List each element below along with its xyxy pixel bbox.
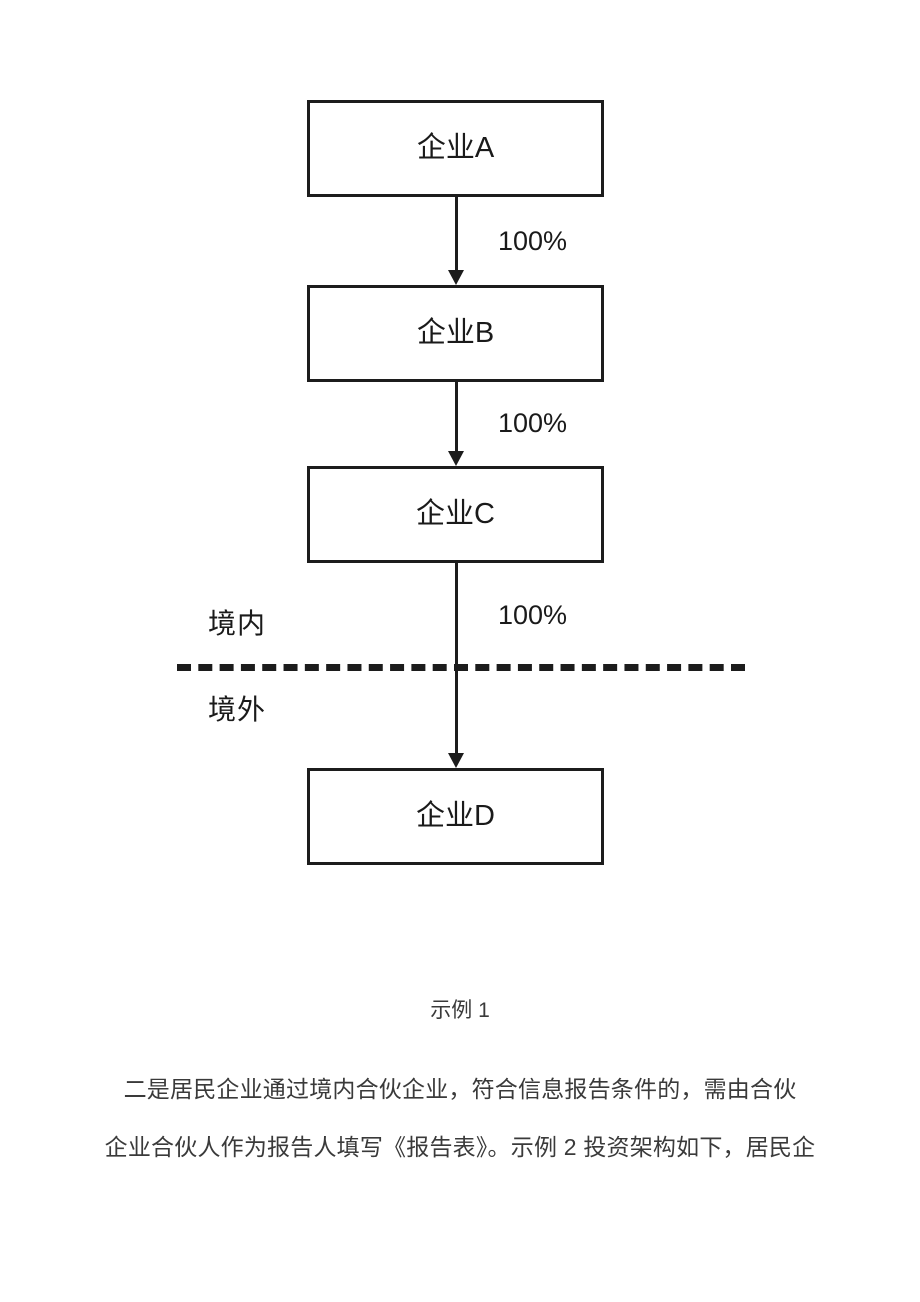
arrow-head-icon — [448, 270, 464, 285]
body-text-line-1: 二是居民企业通过境内合伙企业，符合信息报告条件的，需由合伙 — [123, 1076, 797, 1102]
arrow-a-to-b — [448, 197, 464, 285]
entity-box-d[interactable]: 企业D — [307, 768, 604, 865]
entity-box-c[interactable]: 企业C — [307, 466, 604, 563]
arrow-stem — [455, 197, 458, 271]
ownership-percent-b-to-c: 100% — [498, 408, 568, 438]
region-label-overseas: 境外 — [208, 694, 267, 725]
ownership-structure-diagram: 企业A 100% 企业B 100% 企业C 100% 境内 — [177, 100, 745, 865]
arrow-stem — [455, 563, 458, 754]
entity-box-a[interactable]: 企业A — [307, 100, 604, 197]
arrow-head-icon — [448, 753, 464, 768]
entity-label-d: 企业D — [416, 800, 495, 832]
ownership-percent-a-to-b: 100% — [498, 226, 568, 256]
entity-label-a: 企业A — [416, 132, 495, 164]
entity-label-c: 企业C — [416, 498, 495, 530]
entity-label-b: 企业B — [416, 317, 495, 349]
body-text-line-2: 企业合伙人作为报告人填写《报告表》。示例 2 投资架构如下，居民企 — [104, 1134, 816, 1160]
entity-box-b[interactable]: 企业B — [307, 285, 604, 382]
arrow-b-to-c — [448, 382, 464, 466]
jurisdiction-divider-line — [177, 664, 745, 671]
ownership-percent-c-to-d: 100% — [498, 600, 568, 630]
arrow-c-to-d — [448, 563, 464, 768]
arrow-head-icon — [448, 451, 464, 466]
region-label-domestic: 境内 — [208, 608, 267, 639]
arrow-stem — [455, 382, 458, 452]
figure-caption: 示例 1 — [430, 999, 490, 1022]
